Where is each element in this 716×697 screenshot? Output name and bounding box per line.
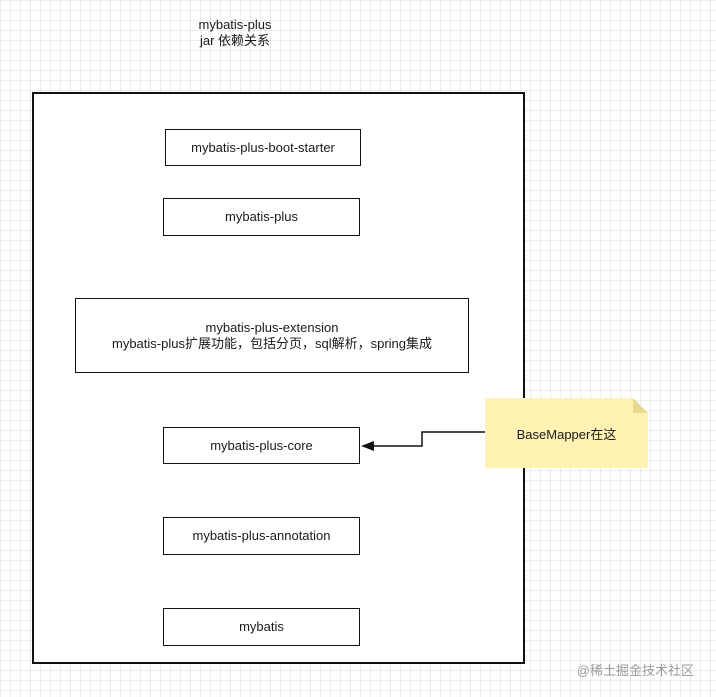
- diagram-title: mybatis-plus jar 依赖关系: [175, 17, 295, 49]
- box-annotation-label: mybatis-plus-annotation: [192, 528, 331, 543]
- diagram-title-line1: mybatis-plus: [198, 17, 272, 32]
- box-extension-name: mybatis-plus-extension: [205, 319, 339, 335]
- box-mybatis-plus-label: mybatis-plus: [225, 209, 298, 224]
- arrow-head: [361, 441, 374, 451]
- watermark: @稀土掘金技术社区: [576, 663, 694, 678]
- dependency-container[interactable]: [32, 92, 525, 664]
- box-extension-desc: mybatis-plus扩展功能，包括分页，sql解析，spring集成: [112, 335, 432, 351]
- diagram-title-line2: jar 依赖关系: [199, 33, 271, 48]
- box-mybatis-plus[interactable]: mybatis-plus: [163, 198, 360, 236]
- box-core-label: mybatis-plus-core: [210, 437, 313, 453]
- box-extension[interactable]: mybatis-plus-extension mybatis-plus扩展功能，…: [75, 298, 469, 373]
- basemapper-note-text: BaseMapper在这: [516, 426, 617, 442]
- connector-line: [372, 431, 485, 447]
- box-boot-starter[interactable]: mybatis-plus-boot-starter: [165, 129, 361, 166]
- basemapper-note[interactable]: BaseMapper在这: [485, 398, 648, 468]
- box-core[interactable]: mybatis-plus-core: [163, 427, 360, 464]
- box-mybatis-label: mybatis: [239, 619, 284, 634]
- box-annotation[interactable]: mybatis-plus-annotation: [163, 517, 360, 555]
- box-boot-starter-label: mybatis-plus-boot-starter: [191, 139, 335, 155]
- box-mybatis[interactable]: mybatis: [163, 608, 360, 646]
